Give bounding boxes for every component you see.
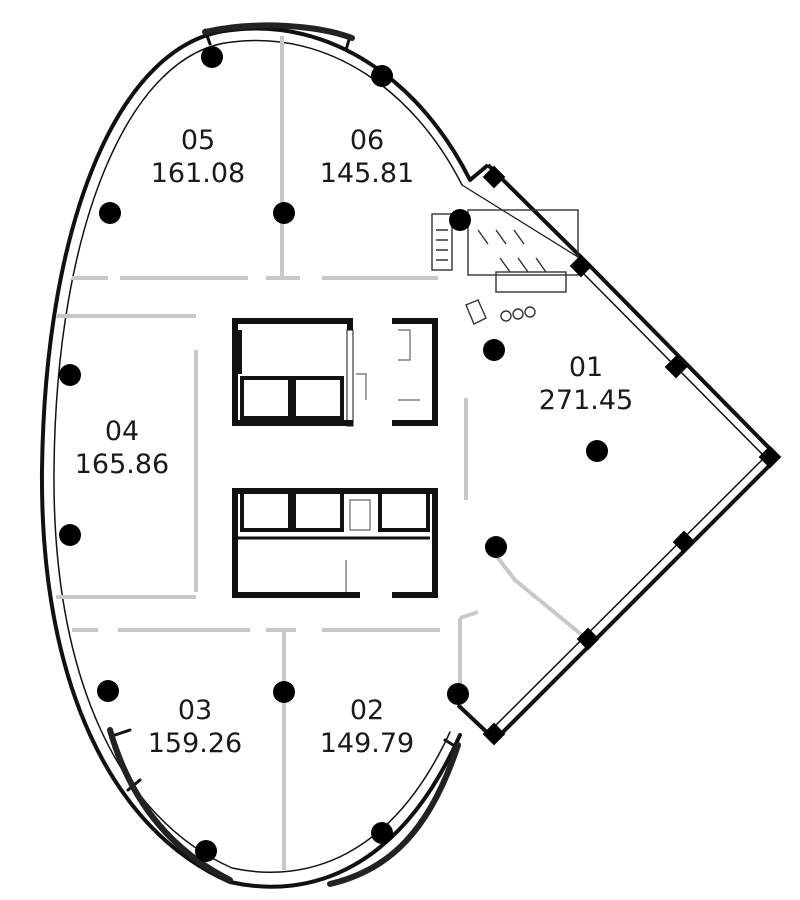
elevator-lower-3 <box>378 488 430 532</box>
columns <box>59 46 608 862</box>
core-upper <box>232 318 438 427</box>
unit-label-04: 04 165.86 <box>42 416 202 482</box>
unit-label-05: 05 161.08 <box>118 125 278 191</box>
wing-corner-cut <box>461 184 587 263</box>
column-6 <box>483 339 505 361</box>
unit-area-05: 161.08 <box>150 157 246 189</box>
square-column-5 <box>672 530 696 554</box>
restroom-block <box>431 209 579 325</box>
triangle-wing <box>456 163 781 743</box>
window-frame-bottom-right <box>327 742 461 887</box>
unit-area-03: 159.26 <box>147 727 243 759</box>
square-column-6 <box>576 627 600 651</box>
unit-number-03: 03 <box>177 695 213 726</box>
elevator-upper-1 <box>240 376 292 420</box>
column-5 <box>449 209 471 231</box>
column-4 <box>273 202 295 224</box>
column-9 <box>59 524 81 546</box>
column-14 <box>195 840 217 862</box>
outer-envelope <box>39 22 472 889</box>
core-lower <box>232 488 438 598</box>
core-upper-stair-detail <box>356 329 420 401</box>
column-1 <box>201 46 223 68</box>
restroom-divider <box>495 271 567 293</box>
unit-number-06: 06 <box>349 125 385 156</box>
outer-wall <box>39 26 472 889</box>
lobby-door <box>465 299 487 325</box>
square-column-2 <box>569 254 593 278</box>
unit-area-01: 271.45 <box>538 384 634 416</box>
unit-label-03: 03 159.26 <box>115 695 275 761</box>
square-columns <box>482 165 782 746</box>
sink-2 <box>512 308 524 320</box>
column-8 <box>586 440 608 462</box>
elevator-lower-1 <box>240 488 292 532</box>
column-13 <box>447 683 469 705</box>
column-3 <box>99 202 121 224</box>
unit-label-01: 01 271.45 <box>506 352 666 418</box>
square-column-4 <box>758 445 782 469</box>
elevator-lower-2 <box>292 488 344 532</box>
column-10 <box>485 536 507 558</box>
core-lower-detail <box>345 499 371 592</box>
sink-3 <box>524 306 536 318</box>
wing-top-edge <box>468 163 490 182</box>
square-column-7 <box>482 722 506 746</box>
column-2 <box>371 65 393 87</box>
utility-closet <box>431 213 453 271</box>
inner-wall <box>53 39 463 873</box>
elevator-upper-2 <box>292 376 344 420</box>
unit-area-04: 165.86 <box>74 448 170 480</box>
core-upper-right-wall <box>347 318 353 330</box>
unit-number-04: 04 <box>104 416 140 447</box>
unit-number-01: 01 <box>568 352 604 383</box>
core-lower-wall <box>232 488 438 598</box>
partition-east-lower <box>486 543 590 642</box>
unit-number-02: 02 <box>349 695 385 726</box>
unit-number-05: 05 <box>180 125 216 156</box>
core-upper-stair <box>392 318 438 426</box>
unit-area-02: 149.79 <box>319 727 415 759</box>
unit-area-06: 145.81 <box>319 157 415 189</box>
sink-1 <box>500 310 512 322</box>
wing-inner-wall <box>492 267 767 729</box>
core-upper-right-post <box>346 329 354 427</box>
window-frame-bottom-left <box>107 727 233 883</box>
column-11 <box>97 680 119 702</box>
restroom-stalls <box>477 229 547 273</box>
column-7 <box>59 364 81 386</box>
partitions <box>56 36 590 870</box>
column-15 <box>371 822 393 844</box>
utility-lines <box>436 229 448 261</box>
restroom-outline <box>467 209 579 276</box>
window-frame-top <box>202 22 355 41</box>
wing-outer-wall <box>456 163 781 743</box>
unit-label-06: 06 145.81 <box>287 125 447 191</box>
unit-label-02: 02 149.79 <box>287 695 447 761</box>
square-column-3 <box>664 355 688 379</box>
elevator-upper-3 <box>238 330 242 374</box>
column-12 <box>273 681 295 703</box>
